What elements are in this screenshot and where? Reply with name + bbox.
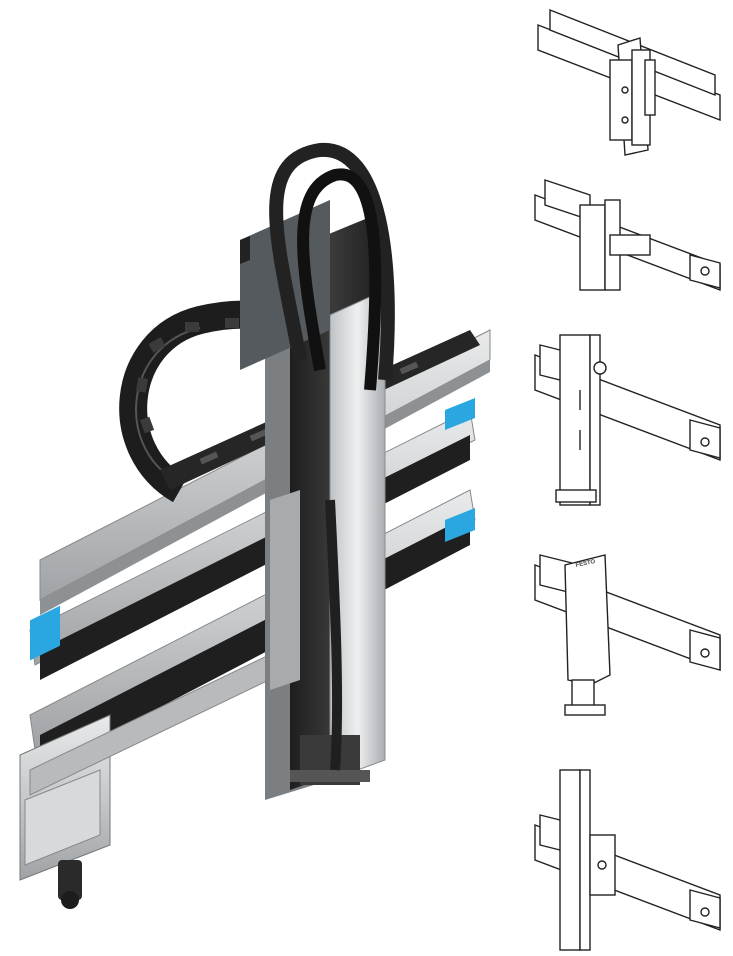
linear-axis-variant-3-icon <box>520 330 733 515</box>
brand-label: FESTO <box>575 559 596 569</box>
linear-axis-variant-2-icon <box>520 175 733 300</box>
linear-axis-variant-4-icon: FESTO <box>520 545 733 735</box>
linear-axis-variant-1-icon <box>520 0 733 160</box>
linear-axis-variant-5-icon <box>520 765 733 951</box>
cantilever-gantry-illustration <box>19 142 491 909</box>
